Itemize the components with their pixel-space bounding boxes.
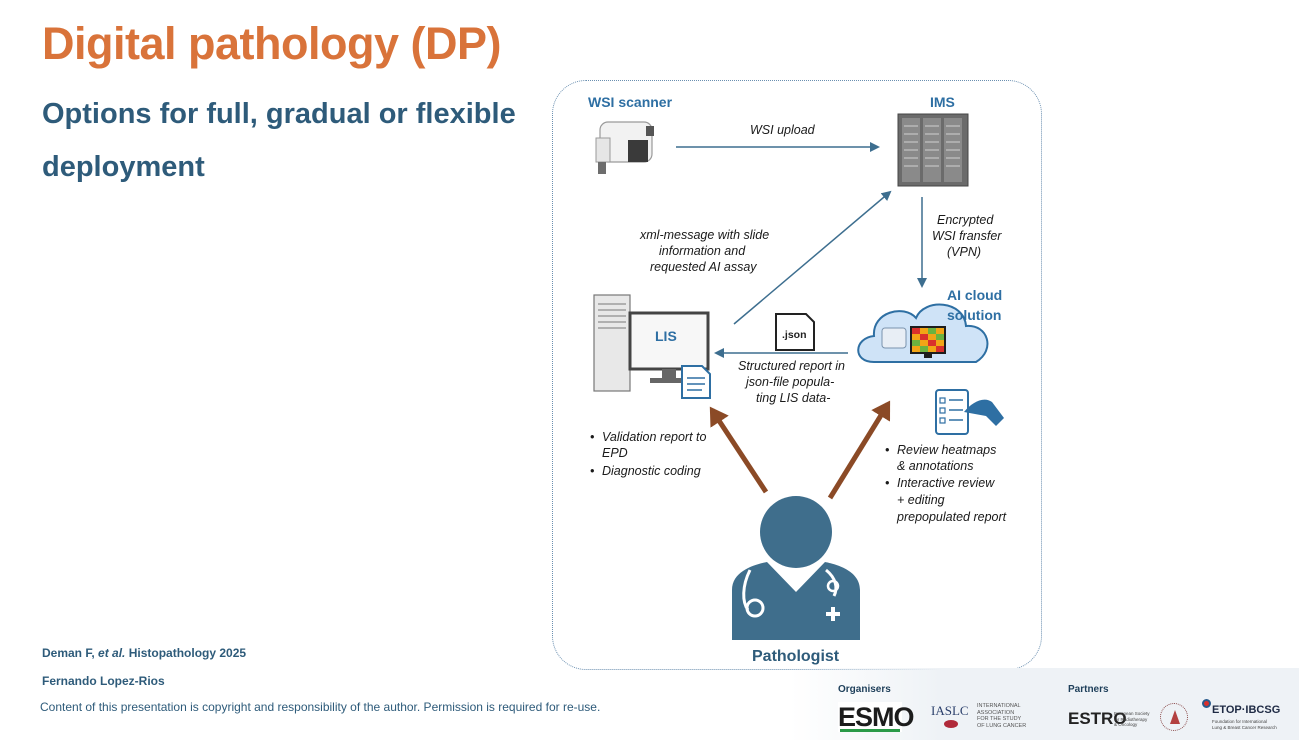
lis-label: LIS: [655, 328, 677, 344]
structured-report-line-3: ting LIS data-: [756, 391, 830, 405]
ai-bullet-2-line-2: + editing: [897, 493, 945, 507]
ai-bullet-list: • Review heatmaps & annotations • Intera…: [885, 443, 1007, 524]
ai-bullet-dot: •: [885, 476, 889, 490]
iaslc-subtitle: INTERNATIONAL ASSOCIATION FOR THE STUDY …: [977, 703, 1026, 729]
xml-message-arrow: [733, 190, 892, 325]
etop-subtitle: Foundation for International Lung & Brea…: [1212, 719, 1277, 730]
ai-cloud-label-line-2: solution: [947, 307, 1001, 323]
esmo-logo-text: ESMO: [838, 702, 915, 732]
estro-logo-text: ESTRO: [1068, 709, 1127, 728]
lung-icon: [944, 720, 958, 728]
encrypted-transfer-line-3: (VPN): [947, 245, 981, 259]
ai-bullet-dot: •: [885, 443, 889, 457]
workflow-diagram: WSI scanner IMS WSI upload Encrypted WSI…: [588, 94, 1007, 665]
seal-emblem: [1170, 710, 1180, 724]
encrypted-transfer-line-2: WSI fransfer: [932, 229, 1002, 243]
citation-authors: Deman F,: [42, 646, 99, 660]
estro-subtitle: European Society for Radiotherapy & Onco…: [1114, 711, 1150, 728]
lis-bullet-1-line-2: EPD: [602, 446, 628, 460]
pathologist-label: Pathologist: [752, 648, 840, 665]
lis-bullet-list: • Validation report to EPD • Diagnostic …: [590, 430, 707, 478]
pathologist-to-lis-arrow: [709, 406, 769, 494]
lis-bullet-2-line-1: Diagnostic coding: [602, 464, 701, 478]
etop-subtitle-line: Lung & Breast Cancer Research: [1212, 724, 1277, 730]
json-file-label: .json: [782, 329, 807, 341]
estro-subtitle-line: & Oncology: [1114, 722, 1138, 727]
slide-title: Digital pathology (DP): [42, 18, 501, 69]
lis-bullet-1-line-1: Validation report to: [602, 430, 707, 444]
xml-message-line-3: requested AI assay: [650, 260, 757, 274]
etop-mark-icon: [1202, 699, 1211, 708]
report-document-icon: [681, 365, 711, 399]
citation-journal: Histopathology 2025: [125, 646, 247, 660]
iaslc-subtitle-line: ASSOCIATION: [977, 709, 1015, 716]
ai-bullet-2-line-1: Interactive review: [897, 476, 995, 490]
iaslc-subtitle-line: INTERNATIONAL: [977, 703, 1021, 709]
esmo-logo-bg: [838, 702, 902, 732]
wsi-scanner-label: WSI scanner: [588, 94, 673, 110]
lis-workstation-icon: [593, 294, 710, 392]
xml-message-line-2: information and: [659, 244, 746, 258]
estro-subtitle-line: for Radiotherapy: [1114, 716, 1148, 722]
organisers-label: Organisers: [838, 684, 891, 695]
estro-subtitle-line: European Society: [1114, 711, 1150, 716]
ai-cloud-icon: [857, 303, 989, 363]
pathologist-icon: [732, 496, 860, 640]
ai-bullet-2-line-3: prepopulated report: [896, 510, 1007, 524]
partners-label: Partners: [1068, 684, 1109, 695]
structured-report-line-1: Structured report in: [738, 359, 845, 373]
ai-bullet-1-line-2: & annotations: [897, 459, 973, 473]
xml-message-line-1: xml-message with slide: [639, 228, 769, 242]
review-checklist-icon: [935, 389, 1004, 435]
lis-bullet-dot: •: [590, 464, 594, 478]
citation: Deman F, et al. Histopathology 2025: [42, 646, 246, 660]
iaslc-subtitle-line: FOR THE STUDY: [977, 716, 1022, 722]
ai-cloud-label-line-1: AI cloud: [947, 287, 1002, 303]
iaslc-logo-text: IASLC: [931, 703, 969, 718]
encrypted-transfer-line-1: Encrypted: [937, 213, 994, 227]
copyright-notice: Content of this presentation is copyrigh…: [40, 700, 601, 714]
iaslc-subtitle-line: OF LUNG CANCER: [977, 722, 1027, 729]
author-name: Fernando Lopez-Rios: [42, 674, 165, 688]
ai-bullet-1-line-1: Review heatmaps: [897, 443, 996, 457]
citation-etal: et al.: [98, 646, 126, 660]
etop-subtitle-line: Foundation for International: [1212, 719, 1268, 724]
ims-label: IMS: [930, 94, 955, 110]
ims-server-icon: [897, 113, 969, 187]
pathologist-to-ai-arrow: [827, 400, 891, 500]
etop-logo-text: ETOP·IBCSG: [1212, 704, 1281, 716]
wsi-upload-label: WSI upload: [750, 123, 816, 137]
wsi-scanner-icon: [595, 121, 654, 174]
esmo-logo-underline: [840, 729, 900, 732]
structured-report-line-2: json-file popula-: [744, 375, 834, 389]
slide-subtitle: Options for full, gradual or flexible de…: [42, 98, 516, 183]
lis-bullet-dot: •: [590, 430, 594, 444]
json-file-icon: [775, 313, 815, 351]
seal-icon: [1160, 703, 1188, 731]
